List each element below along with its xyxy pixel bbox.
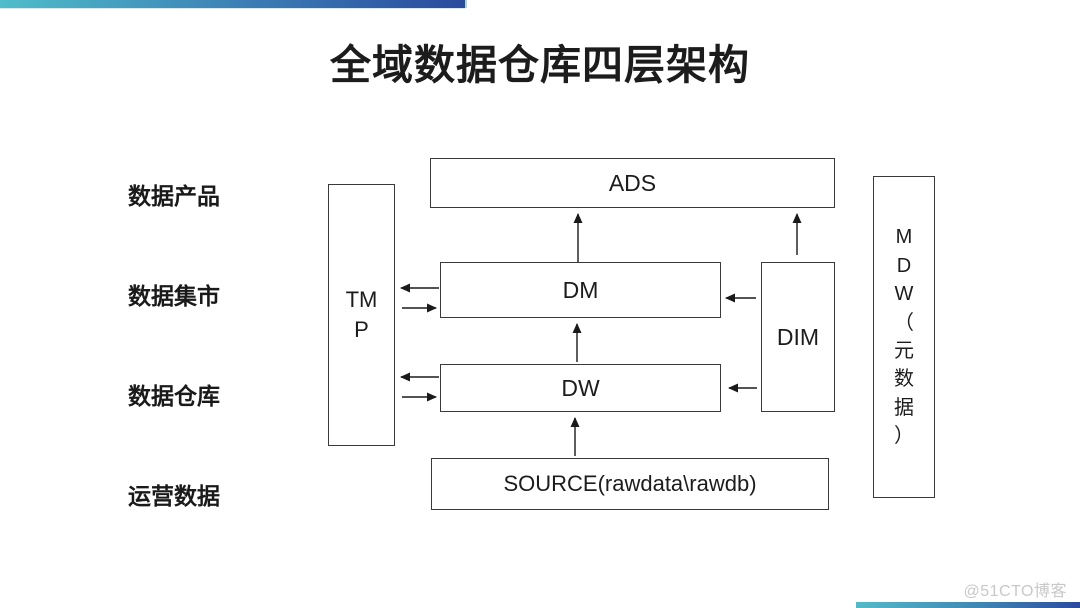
node-dim: DIM [761, 262, 835, 412]
watermark-51cto: @51CTO博客 [963, 583, 1067, 600]
layer-label-operational-data: 运营数据 [128, 483, 220, 509]
node-mdw: M D W （ 元 数 据 ） [873, 176, 935, 498]
bottom-accent-bar [856, 602, 1080, 608]
node-tmp: TM P [328, 184, 395, 446]
node-dw: DW [440, 364, 721, 412]
layer-label-data-warehouse: 数据仓库 [128, 383, 220, 409]
layer-label-data-mart: 数据集市 [128, 283, 220, 309]
page-title: 全域数据仓库四层架构 [330, 42, 750, 88]
node-ads: ADS [430, 158, 835, 208]
node-source: SOURCE(rawdata\rawdb) [431, 458, 829, 510]
top-accent-bar [0, 0, 465, 8]
layer-label-data-products: 数据产品 [128, 183, 220, 209]
node-dm: DM [440, 262, 721, 318]
